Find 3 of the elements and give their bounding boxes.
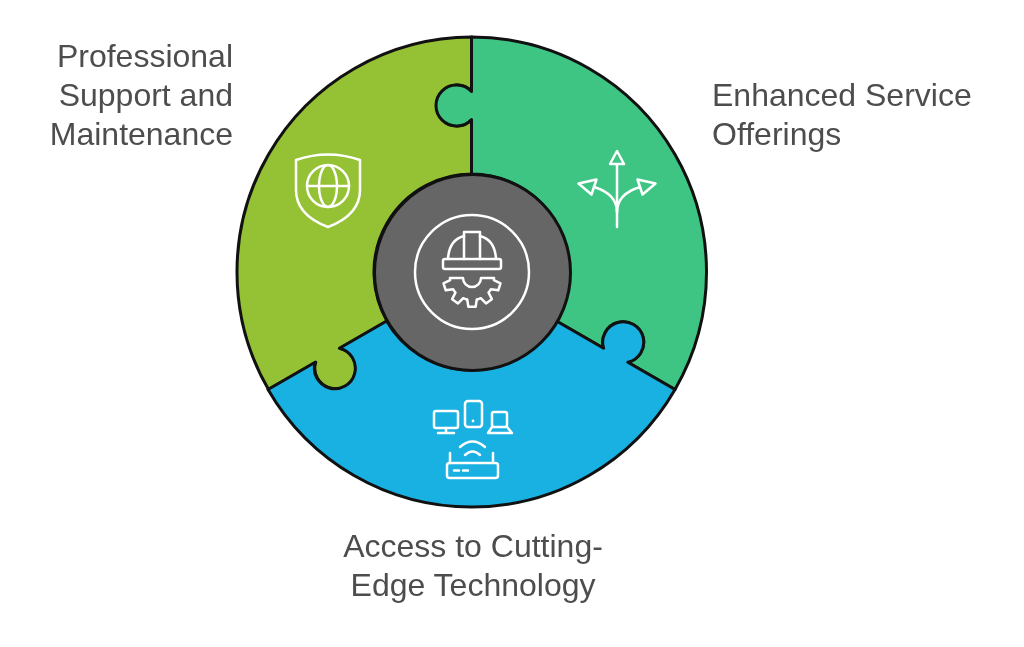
segment-heading: Enhanced Service Offerings	[712, 76, 973, 154]
segment-heading: Access to Cutting-Edge Technology	[342, 527, 604, 605]
segment-heading: Professional Support and Maintenance	[48, 37, 233, 154]
